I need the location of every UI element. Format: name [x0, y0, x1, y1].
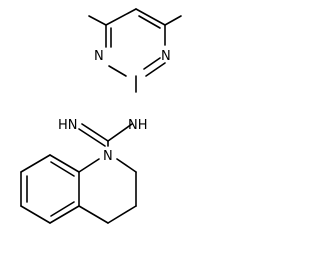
bond-c3-c4 — [107, 205, 137, 224]
ring-bond-n1-c2 — [145, 62, 166, 77]
label-quinoline-n: N — [103, 149, 113, 164]
chemical-structure: N N NH HN N — [20, 8, 182, 224]
label-amine-nh: NH — [128, 118, 148, 133]
bond-c5-c6 — [20, 205, 51, 224]
label-pyrimidine-n-right: N — [161, 49, 171, 64]
bond-c7-c8 — [20, 154, 51, 173]
bond-c4a-c5 — [49, 205, 80, 224]
atom-labels: N N NH HN N — [58, 49, 171, 164]
label-pyrimidine-n-left: N — [94, 49, 104, 64]
ring-bond-c2-n3 — [108, 65, 127, 77]
bond-lines — [20, 8, 182, 224]
bond-n-c8a — [78, 158, 100, 173]
bond-c8-c8a-inner — [50, 161, 75, 177]
methyl-bond-left — [88, 15, 107, 26]
bond-amidine-imine-2 — [78, 128, 106, 147]
methyl-bond-right — [164, 15, 182, 26]
ring-bond-c4-c5 — [105, 8, 137, 26]
bond-n-c2 — [116, 158, 137, 173]
label-imine-hn: HN — [58, 118, 78, 133]
bond-c4-c4a — [78, 205, 109, 224]
ring-bond-n1-c2-inner — [143, 57, 161, 70]
bond-amidine-imine-1 — [81, 123, 109, 142]
bond-c8-c8a — [49, 154, 80, 173]
bond-c4a-c5-inner — [50, 201, 75, 217]
bond-nh-amidine — [107, 123, 133, 142]
ring-bond-c5-c6 — [135, 8, 166, 26]
ring-bond-c5-c6-inner — [138, 15, 161, 29]
